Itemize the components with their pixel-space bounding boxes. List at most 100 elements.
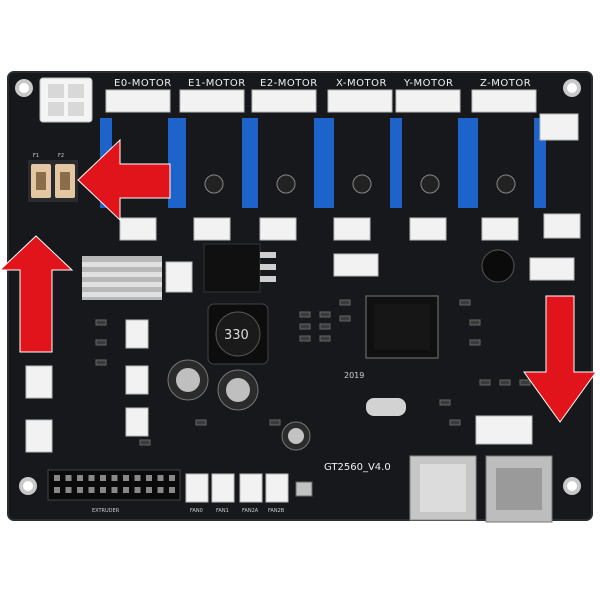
motor-connector-3 [327,89,393,113]
smd-part [95,339,107,346]
extruder-pin [54,487,60,493]
fan-label-0: FAN0 [190,508,203,514]
smd-part [519,379,531,386]
inductor: 330 [207,303,269,365]
extruder-pin [169,487,175,493]
electrolytic-capacitors [167,359,311,451]
smd-part [319,323,331,330]
extruder-pin [100,475,106,481]
extruder-pin [88,475,95,481]
arrow-pointing-up-to-fuses [0,235,74,353]
smd-part [299,323,311,330]
voltage-regulator [203,243,276,293]
driver-capacitor-1 [204,174,224,194]
smd-part [469,339,481,346]
extruder-pin [111,475,118,481]
extruder-pin [134,475,141,481]
smd-part [195,419,207,426]
smd-part [299,311,311,318]
smd-part [479,379,491,386]
smd-part [459,299,471,306]
fan-connectors: FAN0 FAN1 FAN2A FAN2B [185,473,289,514]
smd-part [339,315,351,322]
main-microcontroller [365,295,439,359]
smd-part [319,335,331,342]
usb-port [485,455,553,523]
extruder-label: EXTRUDER [92,508,120,514]
stepper-header-left-3 [322,118,334,208]
extruder-pin [77,487,83,493]
stepper-header-left-2 [246,118,258,208]
stepper-header-left-1 [174,118,186,208]
fuse-label-f2: F2 [58,153,64,159]
fan-label-2: FAN2A [242,508,259,514]
power-input-connector [39,77,93,123]
extruder-pin [123,487,129,493]
smd-part [499,379,511,386]
extruder-header: EXTRUDER [47,469,181,514]
extruder-pin [111,487,118,493]
motor-connector-0 [105,89,171,113]
driver-capacitor-5 [496,174,516,194]
motor-connector-2 [251,89,317,113]
crystal-oscillator [366,398,406,416]
extruder-pin [88,487,95,493]
extruder-pin [157,475,164,481]
motor-connector-4 [395,89,461,113]
stepper-header-left-4 [390,118,402,208]
motor-label-5: Z-MOTOR [480,78,531,89]
extruder-pin [77,475,83,481]
side-connectors [119,113,581,445]
extruder-pin [65,475,72,481]
smd-part [139,439,151,446]
driver-capacitor-4 [420,174,440,194]
annotation-arrows [0,138,597,423]
stepper-header-left-5 [466,118,478,208]
terminal-blocks-left [25,319,149,453]
motor-connector-1 [179,89,245,113]
extruder-pin [157,487,164,493]
extruder-pin [65,487,72,493]
sd-card-slot [409,455,477,521]
driver-capacitor-2 [276,174,296,194]
inductor-marking: 330 [224,328,249,343]
extruder-pin [169,475,175,481]
motor-label-2: E2-MOTOR [260,78,318,89]
smd-part [319,311,331,318]
extruder-pin [134,487,141,493]
smd-part [469,319,481,326]
smd-part [299,335,311,342]
motor-label-1: E1-MOTOR [188,78,246,89]
fan-label-1: FAN1 [216,508,229,514]
arrow-pointing-down-to-led [523,295,597,423]
extruder-pin [123,475,129,481]
reset-button [295,481,313,497]
fuse-holders: F1 F2 [28,153,78,202]
fuse-label-f1: F1 [33,153,39,159]
smd-part [269,419,281,426]
motor-connector-5 [471,89,537,113]
mounting-holes [15,79,581,495]
motor-connectors [105,89,537,113]
smd-part [339,299,351,306]
motor-label-0: E0-MOTOR [114,78,172,89]
driver-capacitor-3 [352,174,372,194]
smd-part [449,419,461,426]
extruder-pin [146,475,152,481]
motor-label-3: X-MOTOR [336,78,387,89]
smd-part [95,319,107,326]
board-model-label: GT2560_V4.0 [324,462,391,473]
smd-components [95,299,531,446]
extruder-pin [100,487,106,493]
extruder-pin [54,475,60,481]
arrow-pointing-left-to-fuses [77,138,171,222]
fan-label-3: FAN2B [268,508,285,514]
motor-label-4: Y-MOTOR [403,78,453,89]
smd-part [95,359,107,366]
heatsink [82,256,162,300]
buzzer [481,249,515,283]
smd-part [439,399,451,406]
year-label: 2019 [344,371,364,380]
extruder-pin [146,487,152,493]
